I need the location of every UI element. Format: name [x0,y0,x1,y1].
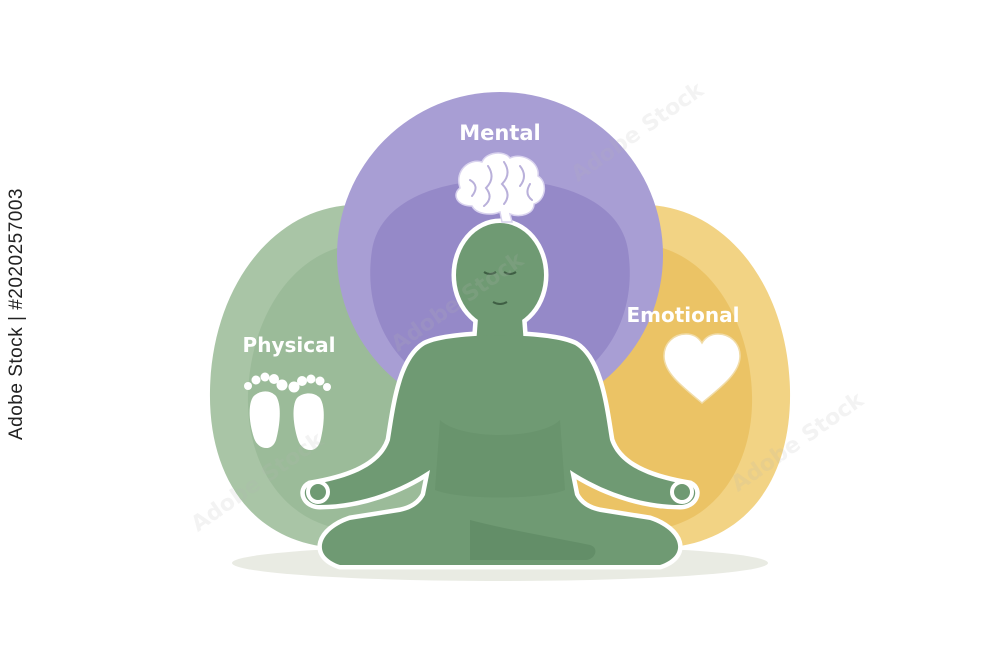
mental-label: Mental [459,121,541,145]
physical-label: Physical [243,333,336,357]
heart-icon [663,333,741,404]
footprints-icon [244,372,331,451]
stock-id-text: Adobe Stock | #2020257003 [6,188,27,440]
brain-icon [455,152,546,223]
meditating-person-icon [300,218,700,570]
emotional-label: Emotional [627,303,740,327]
